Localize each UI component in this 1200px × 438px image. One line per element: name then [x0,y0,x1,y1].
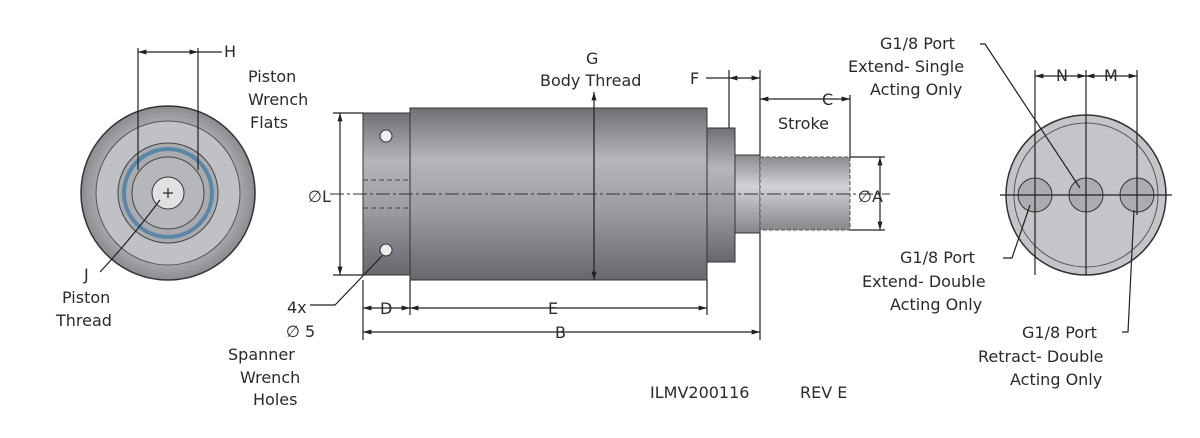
j-label: J [83,265,89,284]
holes-desc-1: 4x [287,298,307,317]
revision: REV E [800,383,847,402]
drawing-number: ILMV200116 [650,383,749,402]
c-desc: Stroke [778,114,829,133]
port-retract-double-2: Retract- Double [978,347,1104,366]
l-label: ∅L [308,187,331,206]
h-desc-2: Wrench [248,90,308,109]
port-single-3: Acting Only [870,80,962,99]
m-label: M [1104,66,1118,85]
port-extend-double-1: G1/8 Port [900,248,975,267]
port-single-2: Extend- Single [848,57,964,76]
holes-desc-2: ∅ 5 [286,322,315,341]
left-end-view [80,48,256,281]
holes-desc-3: Spanner [228,345,295,364]
e-label: E [548,299,558,318]
holes-desc-4: Wrench [240,368,300,387]
n-label: N [1056,66,1068,85]
port-extend-double-3: Acting Only [890,295,982,314]
side-view [310,70,890,340]
port-single-1: G1/8 Port [880,34,955,53]
g-label: G [586,49,598,68]
f-label: F [690,69,699,88]
port-retract-double-3: Acting Only [1010,370,1102,389]
g-desc: Body Thread [540,71,641,90]
b-label: B [555,323,566,342]
port-retract-double-1: G1/8 Port [1022,323,1097,342]
h-label: H [224,42,236,61]
holes-desc-5: Holes [253,390,297,409]
c-label: C [822,90,833,109]
right-end-view [980,43,1172,333]
h-desc-3: Flats [250,113,288,132]
port-extend-double-2: Extend- Double [862,272,986,291]
j-desc-1: Piston [62,288,110,307]
h-desc-1: Piston [248,67,296,86]
a-label: ∅A [858,187,883,206]
j-desc-2: Thread [55,311,112,330]
d-label: D [380,299,392,318]
